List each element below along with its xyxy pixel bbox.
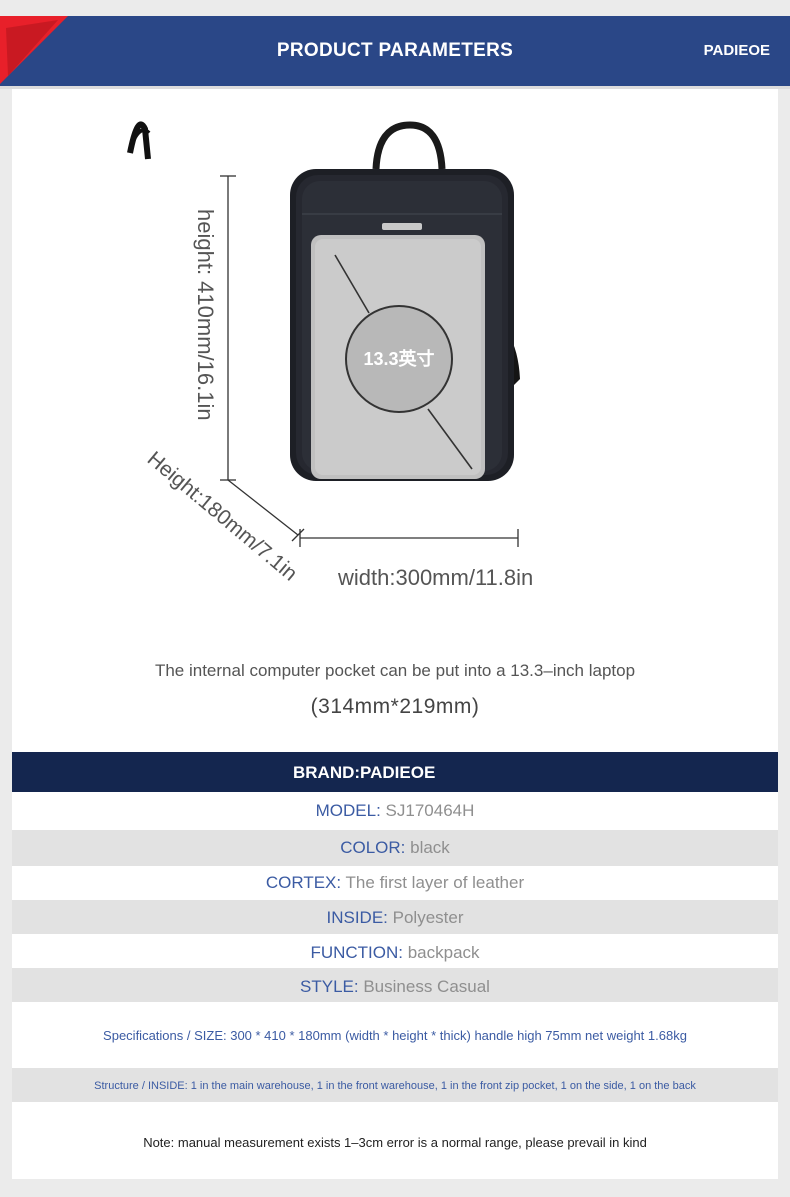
depth-label: Height:180mm/7.1in	[143, 447, 302, 585]
header-bar: PRODUCT PARAMETERS PADIEOE	[0, 16, 790, 89]
spec-key: COLOR:	[340, 838, 406, 857]
spec-key: STYLE:	[300, 977, 359, 996]
spec-row-color: COLOR: black	[12, 830, 778, 866]
page-title: PRODUCT PARAMETERS	[276, 40, 514, 61]
pocket-caption: The internal computer pocket can be put …	[154, 661, 636, 680]
spec-key: MODEL:	[315, 801, 381, 820]
spec-row-style: STYLE: Business Casual	[12, 968, 778, 1002]
backpack-illustration	[127, 121, 520, 481]
depth-dimension-line	[227, 479, 305, 542]
spec-value: Business Casual	[363, 977, 490, 996]
spec-row-cortex: CORTEX: The first layer of leather	[12, 866, 778, 900]
corner-ribbon	[0, 16, 68, 84]
width-dimension-line	[299, 529, 519, 547]
pocket-size-caption: (314mm*219mm)	[310, 695, 480, 718]
laptop-size-label: 13.3英寸	[363, 348, 434, 369]
height-dimension-line	[220, 175, 236, 481]
spec-value: The first layer of leather	[345, 873, 525, 892]
spec-value: black	[410, 838, 450, 857]
brand-row: BRAND:PADIEOE	[12, 752, 778, 792]
backpack-dimension-diagram: 13.3英寸 height: 410mm/16.1in Height:180mm…	[127, 121, 533, 590]
note-text: Note: manual measurement exists 1–3cm er…	[143, 1135, 647, 1150]
brand-label: BRAND:PADIEOE	[293, 763, 436, 782]
spec-row-inside: INSIDE: Polyester	[12, 900, 778, 934]
spec-key: CORTEX:	[265, 873, 342, 892]
height-label: height: 410mm/16.1in	[193, 209, 218, 421]
spec-value: Polyester	[392, 908, 464, 927]
spec-row-function: FUNCTION: backpack	[12, 934, 778, 968]
width-label: width:300mm/11.8in	[337, 565, 533, 590]
spec-key: INSIDE:	[326, 908, 388, 927]
spec-key: FUNCTION:	[310, 943, 403, 962]
structure-row: Structure / INSIDE: 1 in the main wareho…	[12, 1068, 778, 1102]
note-row: Note: manual measurement exists 1–3cm er…	[12, 1102, 778, 1178]
header-brand: PADIEOE	[703, 42, 770, 59]
structure-text: Structure / INSIDE: 1 in the main wareho…	[94, 1080, 696, 1092]
specification-row: Specifications / SIZE: 300 * 410 * 180mm…	[12, 1002, 778, 1068]
specification-text: Specifications / SIZE: 300 * 410 * 180mm…	[103, 1028, 687, 1043]
spec-row-model: MODEL: SJ170464H	[12, 792, 778, 830]
spec-value: backpack	[407, 943, 480, 962]
spec-value: SJ170464H	[385, 801, 475, 820]
